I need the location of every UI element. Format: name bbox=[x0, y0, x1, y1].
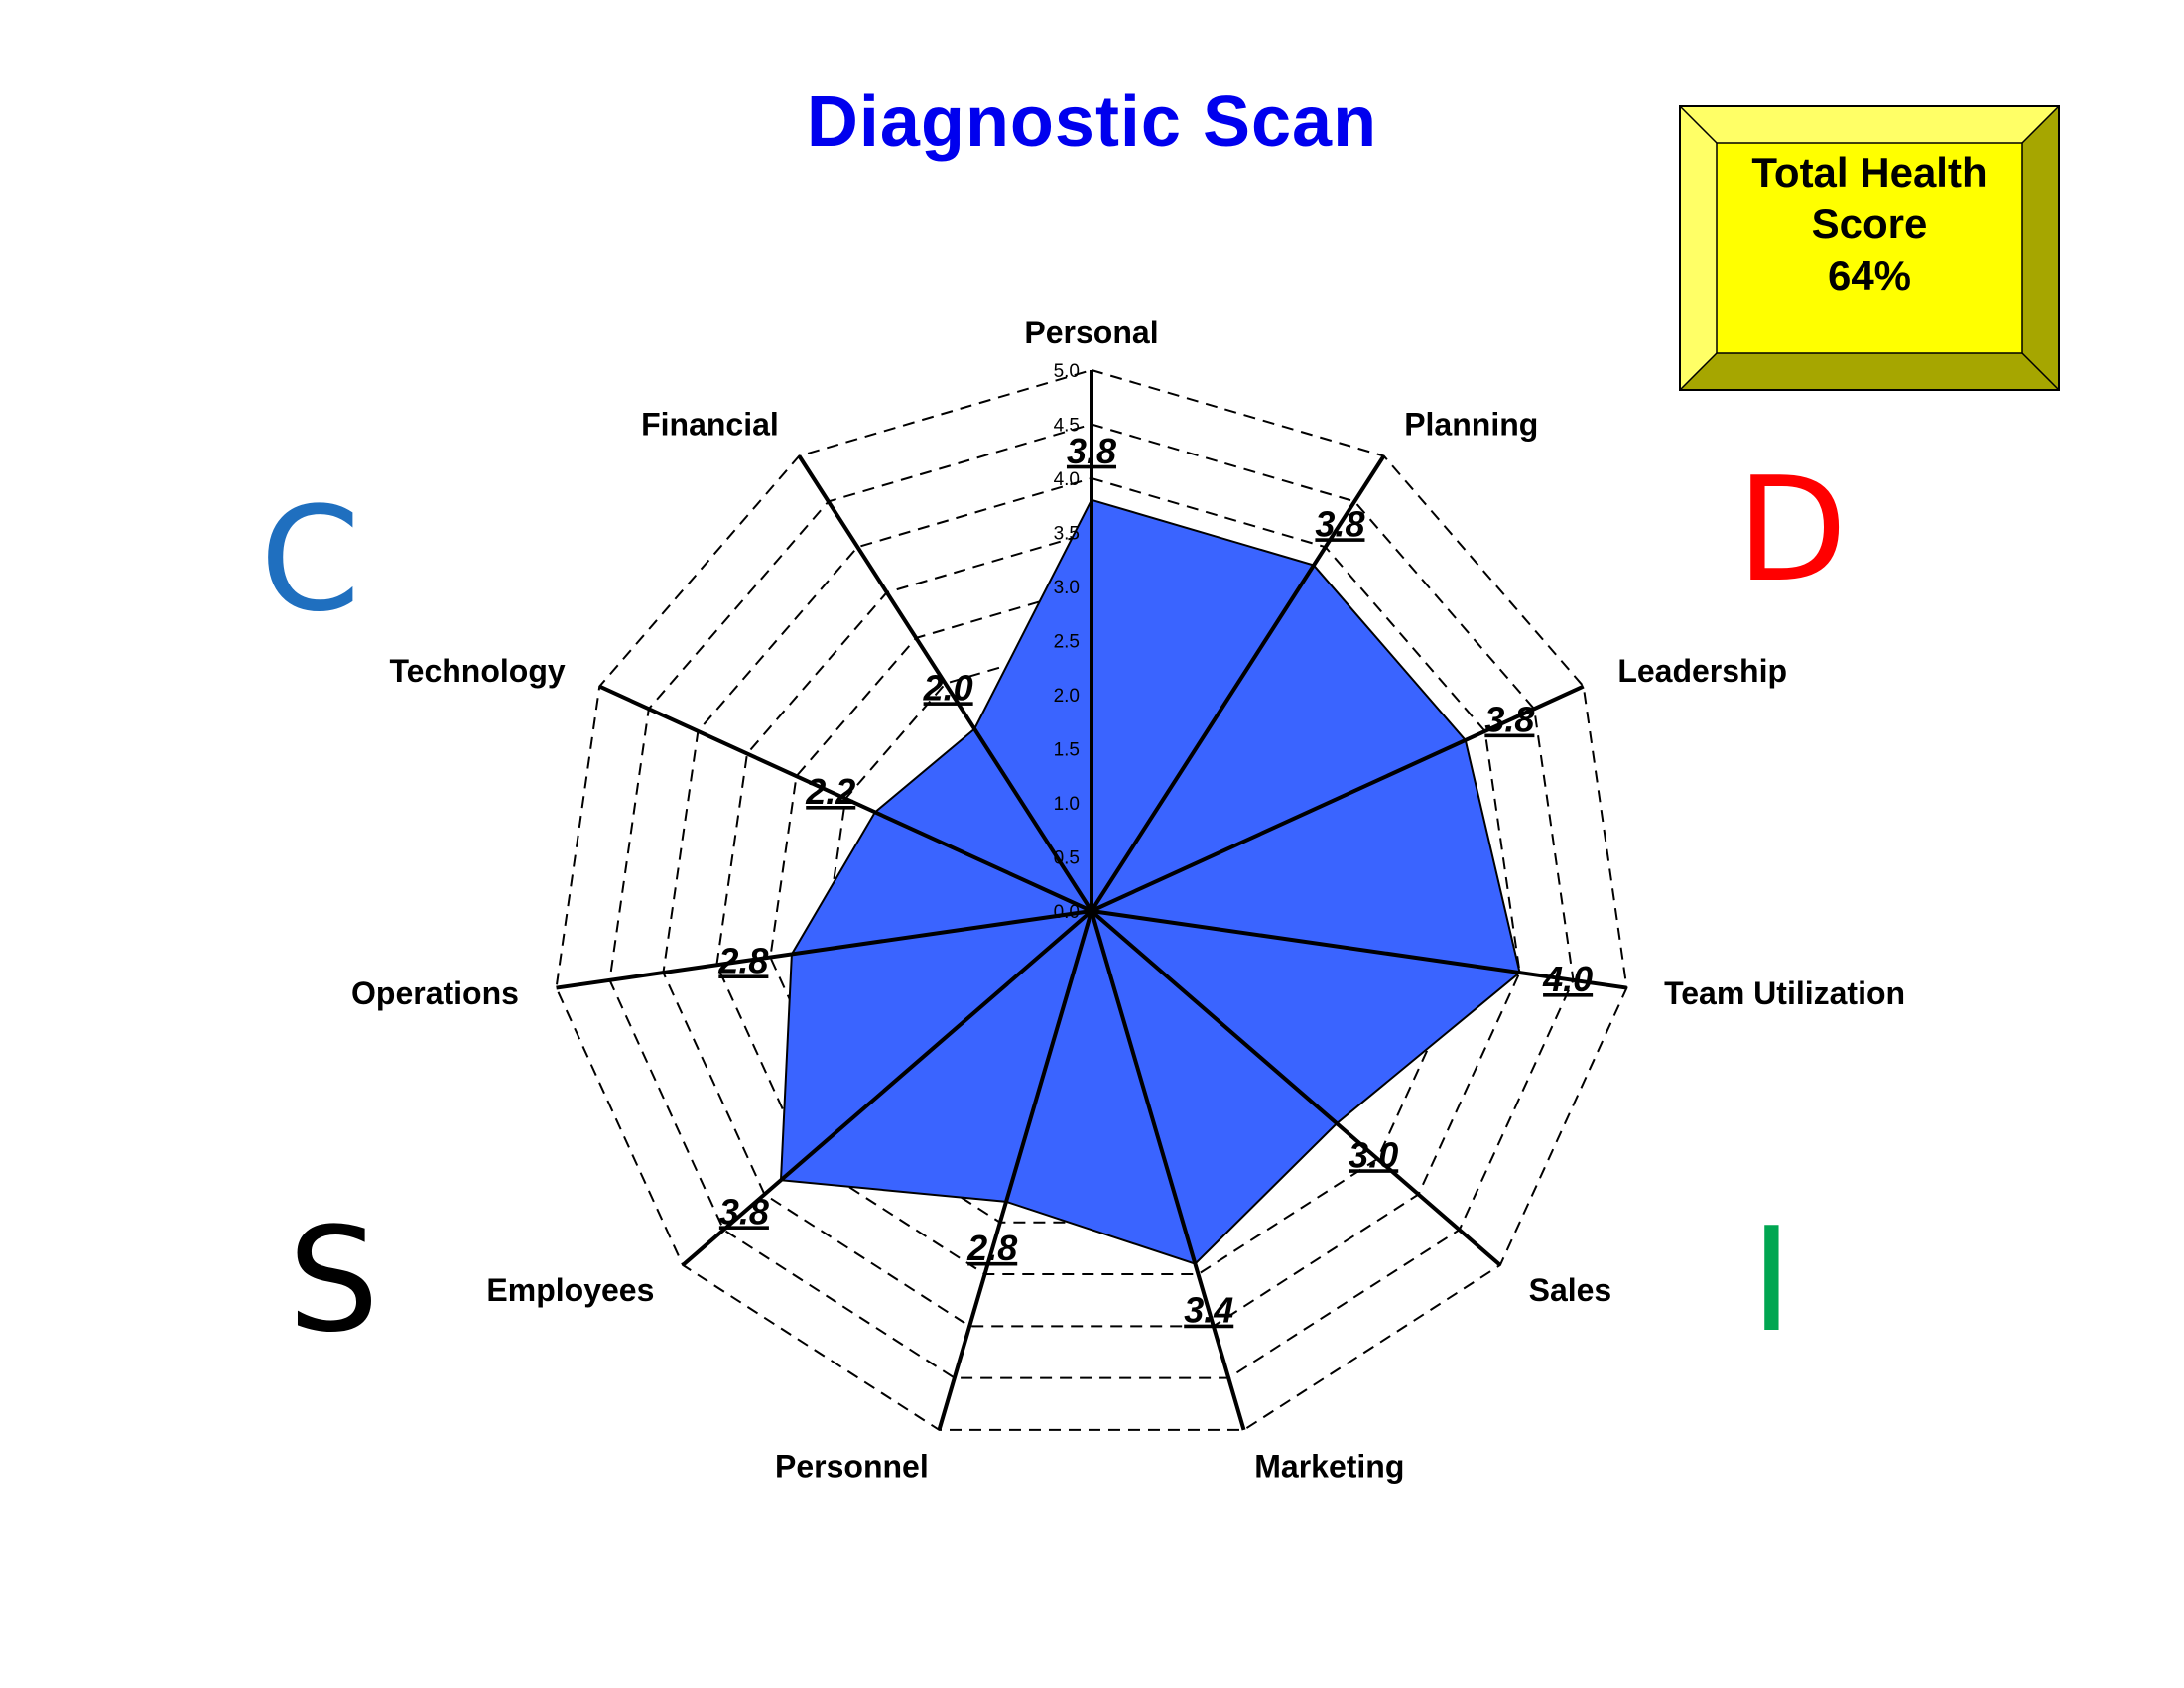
tick-label: 2.0 bbox=[1054, 686, 1080, 707]
spoke-8 bbox=[556, 909, 1092, 990]
value-label: 2.8 bbox=[717, 940, 768, 980]
tick-label: 5.0 bbox=[1054, 361, 1080, 382]
spoke-6 bbox=[937, 910, 1093, 1431]
data-area bbox=[779, 498, 1521, 1265]
spoke-7 bbox=[681, 909, 1093, 1267]
spoke-9 bbox=[598, 684, 1092, 913]
axis-label: Sales bbox=[1529, 1272, 1612, 1308]
score-value: 64% bbox=[1827, 252, 1912, 299]
quadrant-letter-s: S bbox=[288, 1197, 380, 1364]
axis-label: Financial bbox=[641, 407, 779, 443]
value-label: 2.8 bbox=[966, 1228, 1017, 1268]
score-line-1: Total Health bbox=[1751, 149, 1988, 195]
value-label: 2.2 bbox=[805, 771, 855, 812]
score-text: Total Health Score 64% bbox=[1679, 147, 2060, 302]
value-label: 3.8 bbox=[1315, 503, 1364, 544]
grid-ring bbox=[555, 368, 1628, 1431]
score-line-2: Score bbox=[1811, 200, 1928, 247]
grid-ring bbox=[715, 531, 1468, 1276]
value-label: 2.0 bbox=[923, 667, 973, 708]
value-label: 3.8 bbox=[1067, 431, 1116, 471]
tick-label: 3.5 bbox=[1054, 524, 1080, 545]
axis-label: Employees bbox=[486, 1272, 654, 1308]
spoke-3 bbox=[1091, 909, 1627, 990]
grid-ring bbox=[662, 476, 1521, 1328]
value-label: 3.8 bbox=[1484, 700, 1534, 740]
total-health-score-box: Total Health Score 64% bbox=[1679, 105, 2060, 391]
spoke-2 bbox=[1091, 684, 1585, 913]
axis-label: Team Utilization bbox=[1664, 975, 1905, 1011]
value-label: 3.0 bbox=[1349, 1134, 1398, 1175]
tick-label: 3.0 bbox=[1054, 578, 1080, 598]
value-label: 3.8 bbox=[719, 1191, 769, 1232]
tick-label: 0.0 bbox=[1054, 902, 1080, 923]
tick-label: 1.0 bbox=[1054, 794, 1080, 815]
page-title: Diagnostic Scan bbox=[806, 82, 1378, 162]
tick-label: 2.5 bbox=[1054, 632, 1080, 653]
axis-label: Marketing bbox=[1254, 1448, 1404, 1484]
tick-label: 0.5 bbox=[1054, 848, 1080, 869]
quadrant-letter-c: C bbox=[260, 476, 361, 644]
spoke-5 bbox=[1090, 910, 1246, 1431]
axis-label: Technology bbox=[389, 653, 565, 689]
spoke-10 bbox=[797, 454, 1093, 913]
axis-label: Leadership bbox=[1617, 653, 1787, 689]
score-box-bevel bbox=[1679, 105, 2060, 391]
axis-label: Personal bbox=[1024, 315, 1158, 350]
tick-label: 4.0 bbox=[1054, 469, 1080, 490]
axis-label: Operations bbox=[351, 975, 519, 1011]
grid-ring bbox=[608, 423, 1575, 1379]
quadrant-letter-d: D bbox=[1736, 447, 1848, 614]
quadrant-letter-i: I bbox=[1750, 1197, 1793, 1364]
axis-label: Planning bbox=[1404, 407, 1538, 443]
tick-label: 4.5 bbox=[1054, 416, 1080, 437]
spoke-1 bbox=[1090, 454, 1386, 913]
axis-label: Personnel bbox=[775, 1448, 929, 1484]
grid-ring bbox=[769, 584, 1414, 1224]
spoke-4 bbox=[1090, 909, 1502, 1267]
tick-label: 1.5 bbox=[1054, 740, 1080, 761]
value-label: 4.0 bbox=[1542, 959, 1593, 999]
value-label: 3.4 bbox=[1184, 1290, 1233, 1331]
